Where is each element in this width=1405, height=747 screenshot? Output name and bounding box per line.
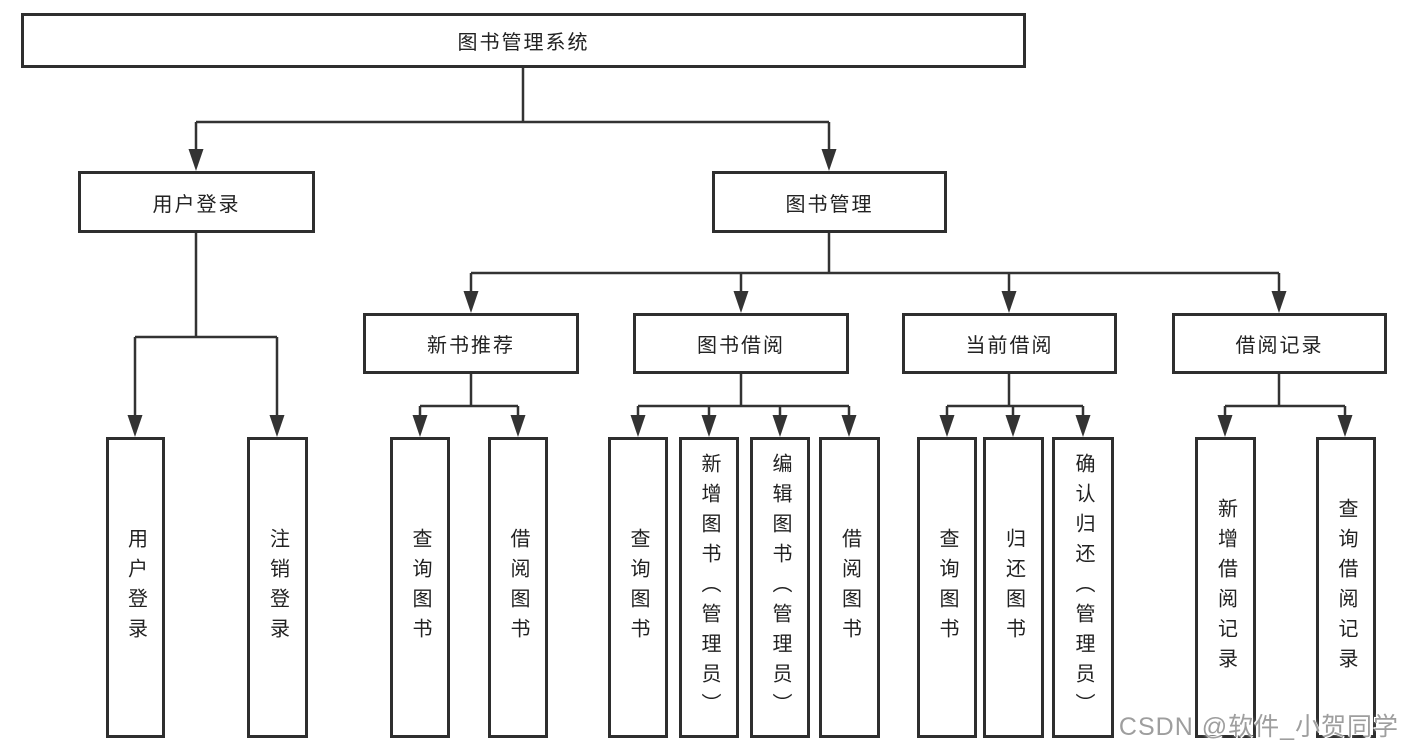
node-new-book-recommend: 新书推荐 bbox=[363, 313, 579, 374]
arrowhead-icon bbox=[269, 415, 285, 437]
node-borrow-records-label: 借阅记录 bbox=[1235, 335, 1324, 357]
arrowhead-icon bbox=[772, 415, 788, 437]
leaf-cb-return-books-label: 归还图书 bbox=[1002, 527, 1025, 648]
arrowhead-icon bbox=[1075, 415, 1091, 437]
leaf-bb-query-books: 查询图书 bbox=[608, 437, 668, 738]
leaf-br-add-record-label: 新增借阅记录 bbox=[1214, 497, 1237, 678]
node-user-login-label: 用户登录 bbox=[152, 193, 241, 216]
node-new-book-recommend-label: 新书推荐 bbox=[427, 335, 515, 357]
arrowhead-icon bbox=[821, 149, 837, 171]
connector-path bbox=[133, 68, 1347, 416]
arrowhead-icon bbox=[1217, 415, 1233, 437]
leaf-br-add-record: 新增借阅记录 bbox=[1195, 437, 1256, 738]
node-root-label: 图书管理系统 bbox=[457, 32, 590, 54]
leaf-cb-query-books-label: 查询图书 bbox=[936, 527, 958, 648]
leaf-br-query-record: 查询借阅记录 bbox=[1316, 437, 1376, 738]
leaf-nbr-borrow-books: 借阅图书 bbox=[488, 437, 548, 738]
arrowheads bbox=[127, 149, 1353, 437]
leaf-nbr-borrow-books-label: 借阅图书 bbox=[507, 527, 529, 648]
arrowhead-icon bbox=[463, 291, 479, 313]
leaf-bb-add-books-admin: 新增图书（管理员） bbox=[679, 437, 739, 738]
leaf-br-query-record-label: 查询借阅记录 bbox=[1335, 497, 1357, 678]
node-current-borrow: 当前借阅 bbox=[902, 313, 1117, 374]
node-book-management: 图书管理 bbox=[712, 171, 947, 233]
leaf-logout: 注销登录 bbox=[247, 437, 308, 738]
leaf-bb-borrow-books: 借阅图书 bbox=[819, 437, 880, 738]
leaf-cb-return-books: 归还图书 bbox=[983, 437, 1044, 738]
csdn-watermark: CSDN @软件_小贺同学 bbox=[1118, 713, 1399, 741]
leaf-cb-confirm-return-admin-label: 确认归还（管理员） bbox=[1072, 452, 1094, 723]
node-root: 图书管理系统 bbox=[21, 13, 1026, 68]
leaf-bb-borrow-books-label: 借阅图书 bbox=[838, 527, 861, 648]
arrowhead-icon bbox=[630, 415, 646, 437]
arrowhead-icon bbox=[1001, 291, 1017, 313]
arrowhead-icon bbox=[1337, 415, 1353, 437]
arrowhead-icon bbox=[841, 415, 857, 437]
arrowhead-icon bbox=[412, 415, 428, 437]
leaf-nbr-query-books: 查询图书 bbox=[390, 437, 450, 738]
arrowhead-icon bbox=[1271, 291, 1287, 313]
node-book-borrow: 图书借阅 bbox=[633, 313, 849, 374]
arrowhead-icon bbox=[701, 415, 717, 437]
leaf-logout-label: 注销登录 bbox=[266, 527, 289, 648]
arrowhead-icon bbox=[188, 149, 204, 171]
leaf-cb-confirm-return-admin: 确认归还（管理员） bbox=[1052, 437, 1114, 738]
leaf-cb-query-books: 查询图书 bbox=[917, 437, 977, 738]
arrowhead-icon bbox=[127, 415, 143, 437]
node-book-management-label: 图书管理 bbox=[785, 193, 874, 216]
leaf-bb-edit-books-admin: 编辑图书（管理员） bbox=[750, 437, 810, 738]
leaf-bb-add-books-admin-label: 新增图书（管理员） bbox=[698, 452, 720, 723]
node-current-borrow-label: 当前借阅 bbox=[965, 335, 1054, 357]
arrowhead-icon bbox=[510, 415, 526, 437]
node-user-login: 用户登录 bbox=[78, 171, 315, 233]
node-borrow-records: 借阅记录 bbox=[1172, 313, 1387, 374]
arrowhead-icon bbox=[733, 291, 749, 313]
leaf-bb-edit-books-admin-label: 编辑图书（管理员） bbox=[769, 452, 791, 723]
arrowhead-icon bbox=[1005, 415, 1021, 437]
leaf-user-login: 用户登录 bbox=[106, 437, 165, 738]
arrowhead-icon bbox=[939, 415, 955, 437]
leaf-nbr-query-books-label: 查询图书 bbox=[409, 527, 431, 648]
leaf-user-login-label: 用户登录 bbox=[124, 527, 147, 648]
node-book-borrow-label: 图书借阅 bbox=[697, 335, 785, 357]
leaf-bb-query-books-label: 查询图书 bbox=[627, 527, 649, 648]
